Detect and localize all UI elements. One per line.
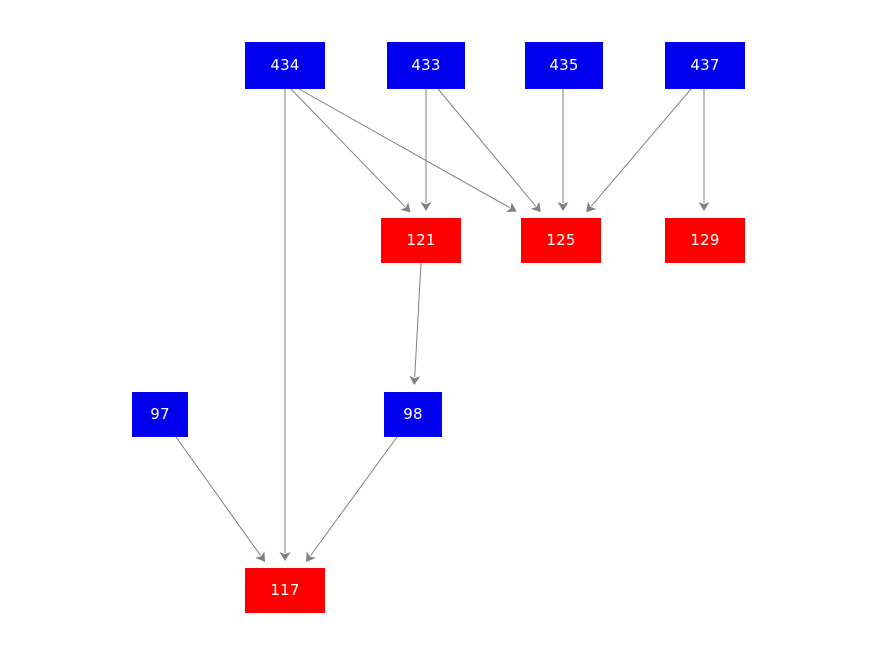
node-129[interactable]: 129 (665, 218, 745, 263)
node-98[interactable]: 98 (384, 392, 442, 437)
node-label-433: 433 (411, 56, 441, 74)
node-label-117: 117 (270, 581, 300, 599)
edge-121-to-98 (409, 262, 422, 386)
node-433[interactable]: 433 (387, 42, 465, 89)
node-121[interactable]: 121 (381, 218, 461, 263)
edge-434-to-125 (298, 88, 517, 212)
node-label-121: 121 (406, 231, 436, 249)
node-97[interactable]: 97 (132, 392, 188, 437)
node-437[interactable]: 437 (665, 42, 745, 89)
node-117[interactable]: 117 (245, 568, 325, 613)
node-label-97: 97 (150, 405, 170, 423)
edge-group (175, 88, 710, 562)
node-435[interactable]: 435 (525, 42, 603, 89)
edge-433-to-125 (437, 88, 541, 213)
node-label-125: 125 (546, 231, 576, 249)
node-label-435: 435 (549, 56, 579, 74)
edge-437-to-125 (586, 88, 692, 213)
node-label-434: 434 (270, 56, 300, 74)
node-label-98: 98 (403, 405, 423, 423)
node-label-437: 437 (690, 56, 720, 74)
node-125[interactable]: 125 (521, 218, 601, 263)
edge-434-to-121 (290, 88, 411, 213)
edge-98-to-117 (305, 436, 398, 562)
edge-97-to-117 (175, 436, 266, 562)
node-434[interactable]: 434 (245, 42, 325, 89)
node-label-129: 129 (690, 231, 720, 249)
